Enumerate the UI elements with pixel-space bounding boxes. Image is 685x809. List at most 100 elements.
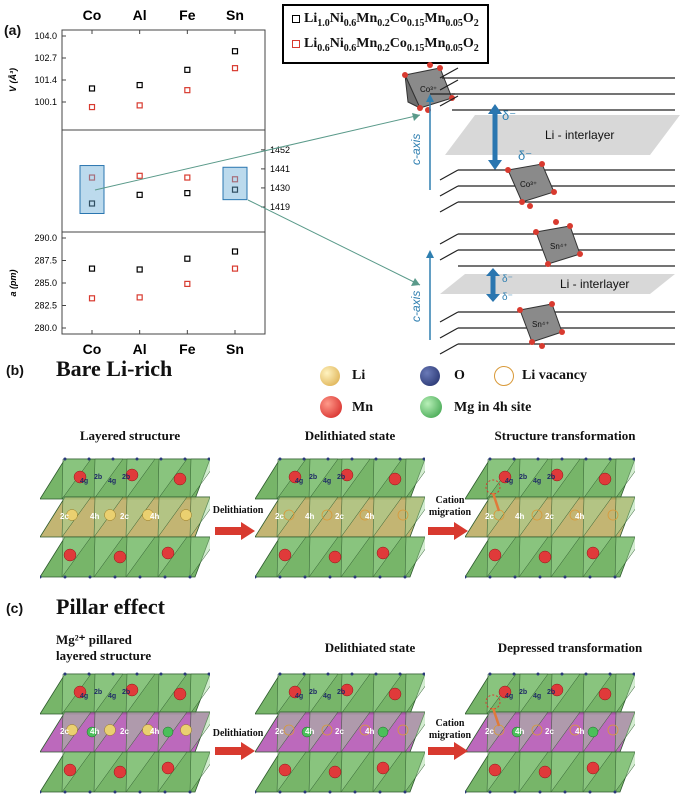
octahedron-face (614, 711, 635, 753)
octahedron-face (582, 673, 613, 715)
octahedron-face (372, 458, 403, 500)
octahedron-face (518, 536, 549, 578)
top-category-label: Fe (179, 7, 196, 23)
site-label: 4h (515, 512, 524, 521)
octahedron-face (125, 496, 156, 538)
site-label: 2c (120, 512, 129, 521)
site-label: 2b (122, 689, 130, 696)
o-atom (488, 790, 492, 794)
li-interlayer-plane-top (445, 115, 680, 155)
o-key-icon (420, 366, 440, 386)
o-atom (465, 575, 467, 579)
bottom-category-label: Al (133, 341, 147, 357)
mn-atom (538, 550, 552, 564)
site-label: 4g (533, 693, 541, 700)
site-label: 4h (305, 727, 314, 736)
li-vacancy (607, 509, 619, 521)
octahedron-face (157, 673, 188, 715)
panel-a-label: (a) (4, 22, 22, 38)
li-vacancy (359, 509, 371, 521)
octahedron-face (340, 536, 371, 578)
li-atom (142, 509, 154, 521)
mn-atom (488, 763, 502, 777)
octahedron-face (614, 496, 635, 538)
panel-b-stage-3: Structure transformation (494, 428, 636, 443)
sn-octahedron-bottom (517, 301, 565, 349)
y-tick-label: 290.0 (34, 233, 57, 243)
o-atom (159, 457, 163, 461)
panel-c-arrow-2-label: Cation migration (428, 718, 472, 741)
process-arrow (428, 742, 468, 760)
site-label: 4h (305, 512, 314, 521)
mn-atom (498, 685, 512, 699)
delta-label-bottom-1: δ⁻ (502, 274, 513, 285)
o-atom (138, 575, 142, 579)
octahedron-face (550, 536, 581, 578)
y-axis-label: a (pm) (8, 269, 18, 296)
process-arrow (215, 522, 255, 540)
site-label: 4g (80, 693, 88, 700)
chart-legend: Li1.0Ni0.6Mn0.2Co0.15Mn0.05O2 Li0.6Ni0.6… (282, 4, 489, 64)
li-vacancy (397, 724, 409, 736)
data-point (88, 85, 96, 92)
li-vacancy (359, 724, 371, 736)
site-label: 4h (90, 512, 99, 521)
panel-b-stage-1: Layered structure (79, 428, 181, 443)
panel-c-arrow-1-label: Delithiation (212, 728, 264, 739)
li-vacancy (569, 509, 581, 521)
data-point (136, 172, 143, 179)
o-atom (138, 790, 142, 794)
o-atom (488, 672, 492, 676)
octahedron-face (404, 496, 425, 538)
octahedron-face (189, 673, 210, 715)
li-vacancy-key-icon (494, 366, 514, 386)
delta-label-bottom-2: δ⁻ (502, 292, 513, 303)
site-label: 4g (108, 478, 116, 485)
site-label: 2b (309, 689, 317, 696)
o-atom (374, 457, 378, 461)
o-atom (63, 672, 67, 676)
site-label: 2c (60, 727, 69, 736)
site-label: 4h (575, 512, 584, 521)
mn-atom (550, 683, 564, 697)
migration-arrow (491, 707, 501, 727)
o-atom (536, 457, 540, 461)
mn-atom (328, 550, 342, 564)
o-atom (378, 575, 382, 579)
mn-atom (63, 763, 77, 777)
mn-atom (388, 472, 402, 486)
o-atom (183, 672, 187, 676)
data-point (136, 81, 143, 89)
o-atom (88, 575, 92, 579)
top-ion-label-2: Co³⁺ (520, 180, 537, 189)
octahedron-face (582, 496, 613, 538)
o-atom (513, 790, 517, 794)
octahedron-face (518, 496, 549, 538)
y-tick-label: 101.4 (34, 75, 57, 85)
o-atom (613, 575, 617, 579)
o-atom (488, 575, 492, 579)
key-o: O (454, 368, 465, 383)
y-tick-label: 282.5 (34, 301, 57, 311)
panel-b-title: Bare Li-rich (56, 356, 173, 381)
site-label: 4g (295, 478, 303, 485)
octahedron-face (125, 711, 156, 753)
co-octahedron-bottom (505, 161, 557, 209)
o-atom (163, 790, 167, 794)
o-atom (328, 575, 332, 579)
o-atom (278, 575, 282, 579)
mg-atom (587, 726, 599, 738)
octahedron-face (614, 536, 635, 578)
o-atom (584, 672, 588, 676)
o-atom (326, 672, 330, 676)
y-tick-label: 104.0 (34, 31, 57, 41)
data-point (88, 265, 96, 272)
octahedron-face (340, 751, 371, 793)
mn-atom (340, 468, 354, 482)
o-atom (538, 790, 542, 794)
data-point (231, 48, 239, 55)
octahedron-face (550, 711, 581, 753)
o-atom (159, 672, 163, 676)
